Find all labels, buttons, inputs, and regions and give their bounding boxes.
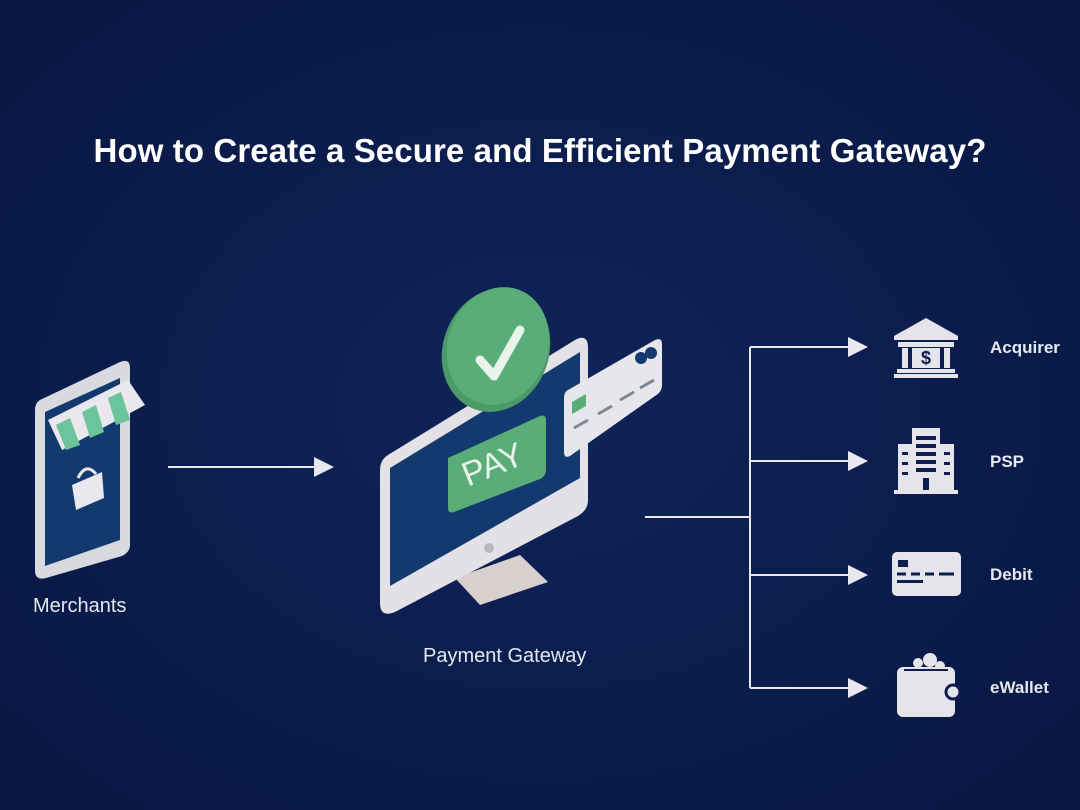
connector-lines (645, 337, 868, 698)
page-title: How to Create a Secure and Efficient Pay… (93, 132, 987, 169)
destination-label-debit: Debit (990, 565, 1033, 584)
check-badge-icon (441, 287, 551, 412)
destination-label-acquirer: Acquirer (990, 338, 1060, 357)
merchant-store-icon (35, 360, 145, 579)
svg-text:$: $ (921, 348, 931, 368)
building-icon (894, 428, 958, 494)
destination-label-psp: PSP (990, 452, 1025, 471)
bank-icon: $ (894, 318, 958, 378)
debit-card-icon (892, 552, 961, 596)
wallet-icon (897, 653, 962, 717)
merchants-label: Merchants (33, 595, 127, 617)
pay-button (448, 415, 546, 513)
payment-gateway-label: Payment Gateway (423, 645, 587, 667)
credit-card-icon (564, 339, 662, 457)
destination-label-ewallet: eWallet (990, 678, 1049, 697)
